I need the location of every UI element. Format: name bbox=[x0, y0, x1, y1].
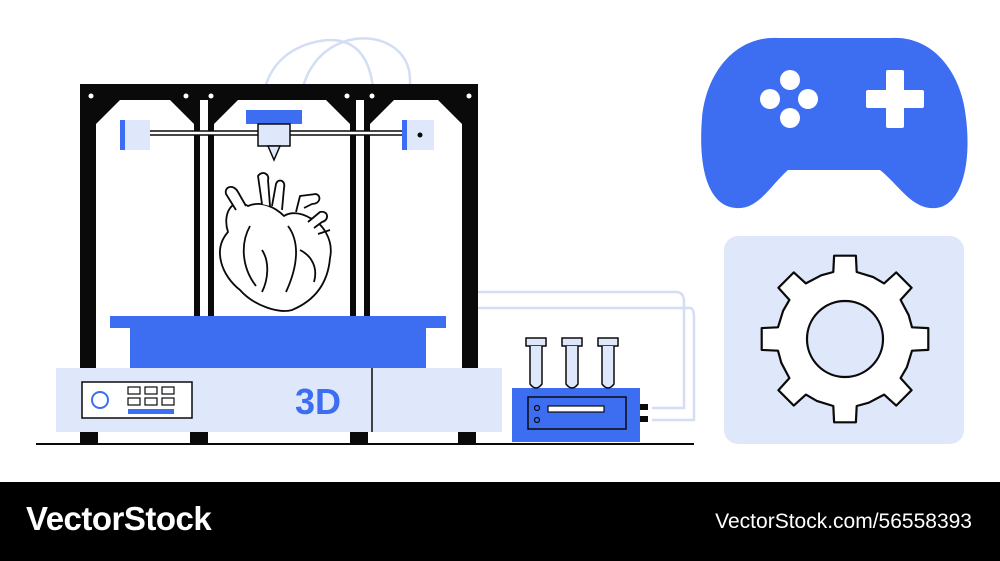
illustration: 3D bbox=[36, 37, 968, 445]
printer-label: 3D bbox=[295, 381, 341, 422]
image-id-text: VectorStock.com/56558393 bbox=[715, 510, 972, 533]
test-tube-rack-device-icon bbox=[512, 337, 648, 442]
brand-logo: VectorStock bbox=[26, 500, 212, 537]
anatomical-heart-icon bbox=[219, 172, 332, 312]
gear-icon[interactable] bbox=[724, 236, 964, 444]
footer-bar: VectorStock VectorStock.com/56558393 bbox=[0, 482, 1000, 561]
gamepad-icon[interactable] bbox=[701, 37, 968, 209]
